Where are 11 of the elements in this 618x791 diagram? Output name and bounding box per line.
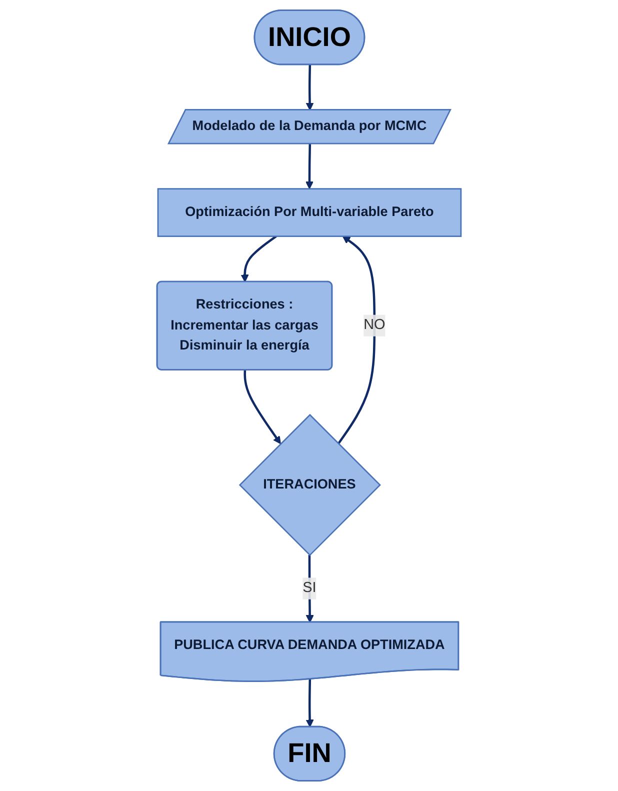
arrow [306,144,314,190]
node-diamond: ITERACIONES [238,414,381,556]
arrow [306,555,314,623]
edge-label: NO [364,317,386,333]
arrow [244,370,281,444]
edge-label: SI [302,580,316,596]
node-box: Optimización Por Multi-variable Pareto [157,188,462,237]
arrow [240,235,277,282]
arrow [306,679,314,728]
arrow [337,236,376,444]
arrow [306,64,314,111]
